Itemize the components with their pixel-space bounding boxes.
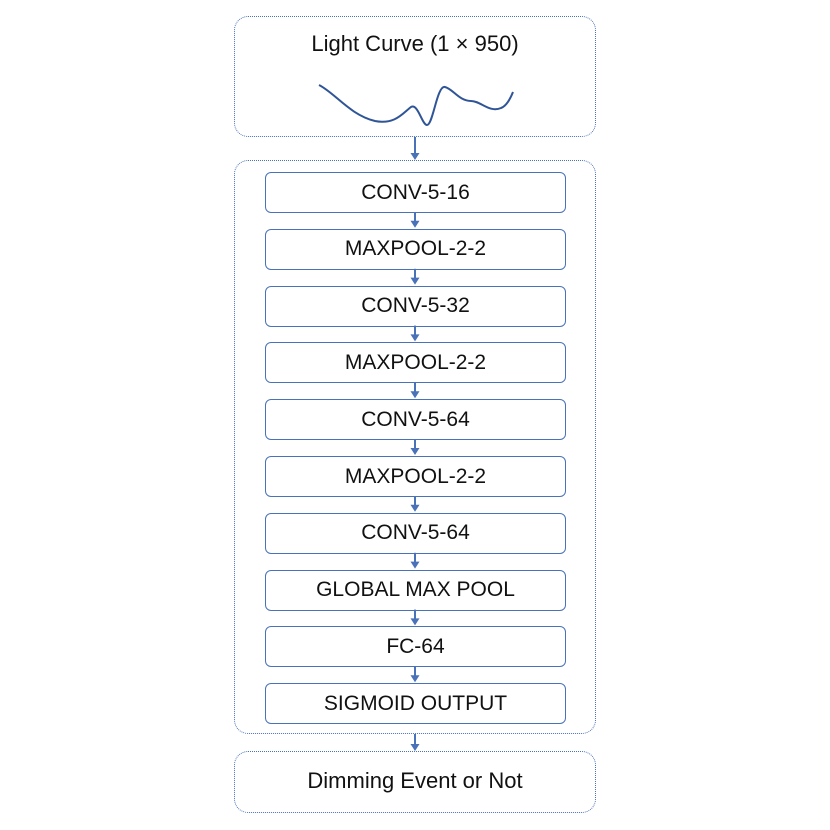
layer-box-10: SIGMOID OUTPUT	[265, 683, 566, 725]
input-box: Light Curve (1 × 950)	[234, 16, 596, 137]
layer-box-5: CONV-5-64	[265, 399, 566, 441]
arrow-layer-3	[410, 325, 420, 342]
arrow-layer-9	[410, 666, 420, 683]
arrow-input-to-layers	[410, 137, 420, 160]
arrow-layer-1	[410, 212, 420, 228]
layer-box-4: MAXPOOL-2-2	[265, 342, 566, 384]
input-title: Light Curve (1 × 950)	[311, 31, 519, 56]
waveform-icon	[318, 84, 514, 127]
layer-box-8: GLOBAL MAX POOL	[265, 569, 566, 611]
arrow-layer-7	[410, 552, 420, 569]
layer-box-9: FC-64	[265, 626, 566, 668]
arrow-layer-5	[410, 439, 420, 455]
output-title: Dimming Event or Not	[307, 768, 523, 793]
layer-box-1: CONV-5-16	[265, 172, 566, 213]
arrow-layers-to-output	[410, 734, 420, 751]
layer-box-3: CONV-5-32	[265, 285, 566, 327]
layer-box-7: CONV-5-64	[265, 512, 566, 554]
arrow-layer-2	[410, 268, 420, 285]
arrow-layer-4	[410, 382, 420, 399]
output-box: Dimming Event or Not	[234, 751, 596, 813]
arrow-layer-8	[410, 609, 420, 626]
arrow-layer-6	[410, 496, 420, 512]
layer-box-6: MAXPOOL-2-2	[265, 456, 566, 497]
